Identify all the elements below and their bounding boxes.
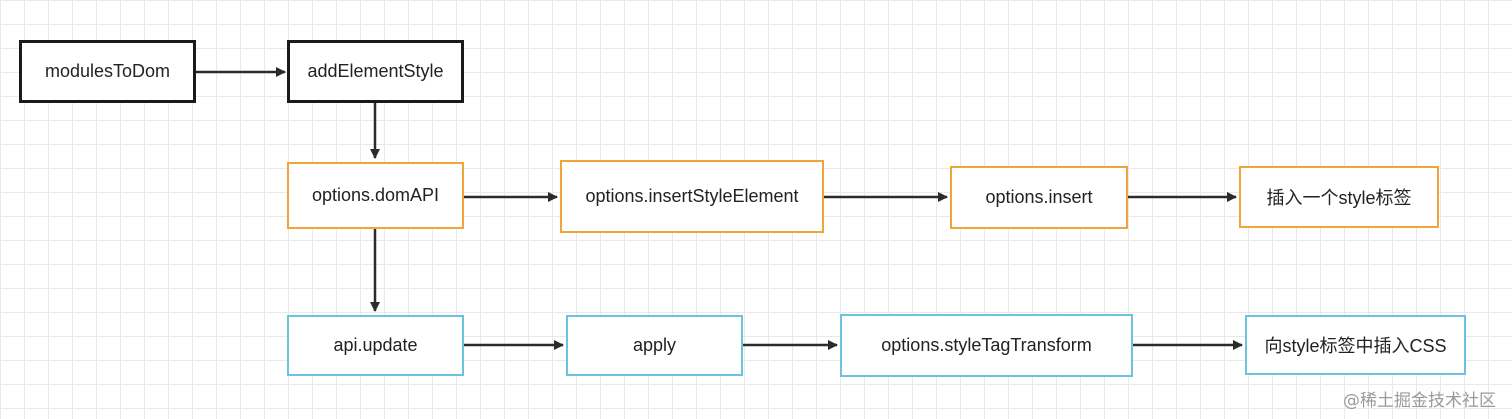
node-modules-to-dom: modulesToDom: [19, 40, 196, 103]
node-insert-style-tag: 插入一个style标签: [1239, 166, 1439, 228]
node-options-dom-api: options.domAPI: [287, 162, 464, 229]
node-apply: apply: [566, 315, 743, 376]
node-api-update: api.update: [287, 315, 464, 376]
node-insert-css: 向style标签中插入CSS: [1245, 315, 1466, 375]
watermark: @稀土掘金技术社区: [1343, 391, 1496, 411]
node-options-style-tag-transform: options.styleTagTransform: [840, 314, 1133, 377]
node-options-insert-style-element: options.insertStyleElement: [560, 160, 824, 233]
node-options-insert: options.insert: [950, 166, 1128, 229]
node-add-element-style: addElementStyle: [287, 40, 464, 103]
